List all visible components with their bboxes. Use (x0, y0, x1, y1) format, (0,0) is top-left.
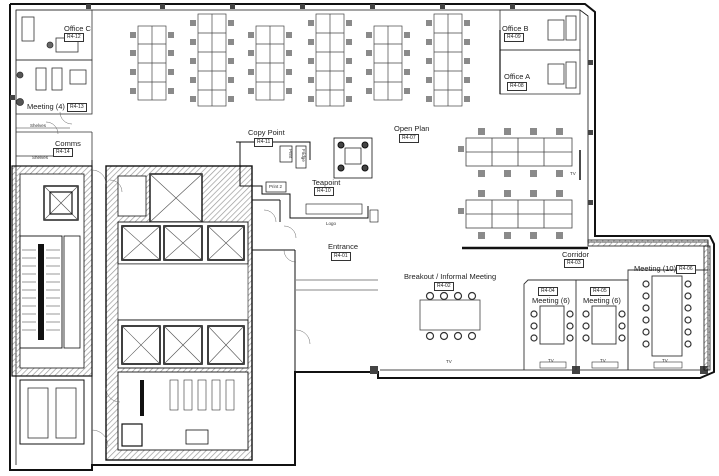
interior-walls (91, 160, 378, 465)
print-label: Print (288, 149, 293, 159)
room-code-office-a: R4-08 (507, 82, 527, 91)
room-name-breakout: Breakout / Informal Meeting (404, 272, 497, 281)
room-code-office-b: R4-09 (504, 33, 524, 42)
room-name-meeting-4: Meeting (4) (27, 102, 65, 111)
tv-label-meeting-6b: TV (600, 358, 606, 363)
room-name-open-plan: Open Plan (394, 124, 430, 133)
central-core (105, 165, 253, 461)
tv-label-meeting-6a: TV (548, 358, 554, 363)
room-name-office-b: Office B (502, 24, 529, 33)
east-chairs (458, 128, 563, 239)
west-core (11, 165, 93, 445)
logo-label: Logo (326, 221, 337, 226)
office-a-room (499, 30, 581, 95)
room-name-office-a: Office A (504, 72, 531, 81)
shelves-label-1: Shelves (30, 123, 47, 128)
teapoint-area (289, 137, 379, 223)
room-name-teapoint: Teapoint (312, 178, 341, 187)
room-code-entrance: R4-01 (331, 252, 351, 261)
room-name-meeting-6a: Meeting (6) (532, 296, 570, 305)
room-code-office-c: R4-12 (64, 33, 84, 42)
tv-label-breakout: TV (446, 359, 452, 364)
room-code-meeting-6b: R4-05 (590, 287, 610, 296)
meeting-rooms-east (523, 269, 708, 370)
room-code-meeting-10: R4-06 (676, 265, 696, 274)
room-name-comms: Comms (55, 139, 81, 148)
fridge-label: Fridge (301, 149, 306, 162)
door-swings (45, 111, 311, 447)
room-code-breakout: R4-02 (434, 282, 454, 291)
corridor-edge (587, 239, 711, 371)
print-2-label: Print 2 (269, 184, 283, 189)
breakout-table (419, 291, 481, 341)
room-name-corridor: Corridor (562, 250, 590, 259)
room-code-teapoint: R4-10 (314, 187, 334, 196)
room-name-office-c: Office C (64, 24, 91, 33)
meeting-room-chairs (530, 280, 692, 348)
tv-label-meeting-10: TV (662, 358, 668, 363)
east-partition (462, 150, 588, 250)
open-plan-desks (137, 13, 463, 107)
room-name-meeting-10: Meeting (10) (634, 264, 677, 273)
room-name-copy-point: Copy Point (248, 128, 285, 137)
room-name-entrance: Entrance (328, 242, 359, 251)
room-name-meeting-6b: Meeting (6) (583, 296, 621, 305)
tv-label-east: TV (570, 171, 576, 176)
shelves-label-2: Shelves (32, 155, 49, 160)
comms-area (16, 127, 93, 160)
room-code-comms: R4-14 (53, 148, 73, 157)
east-desks (465, 137, 573, 229)
room-code-meeting-6a: R4-04 (538, 287, 558, 296)
room-code-meeting-4: R4-13 (67, 103, 87, 112)
open-plan-chairs (130, 20, 470, 102)
room-code-copy-point: R4-11 (254, 138, 274, 147)
room-code-corridor: R4-03 (564, 259, 584, 268)
meeting-4-room (15, 59, 93, 115)
room-code-open-plan: R4-07 (399, 134, 419, 143)
